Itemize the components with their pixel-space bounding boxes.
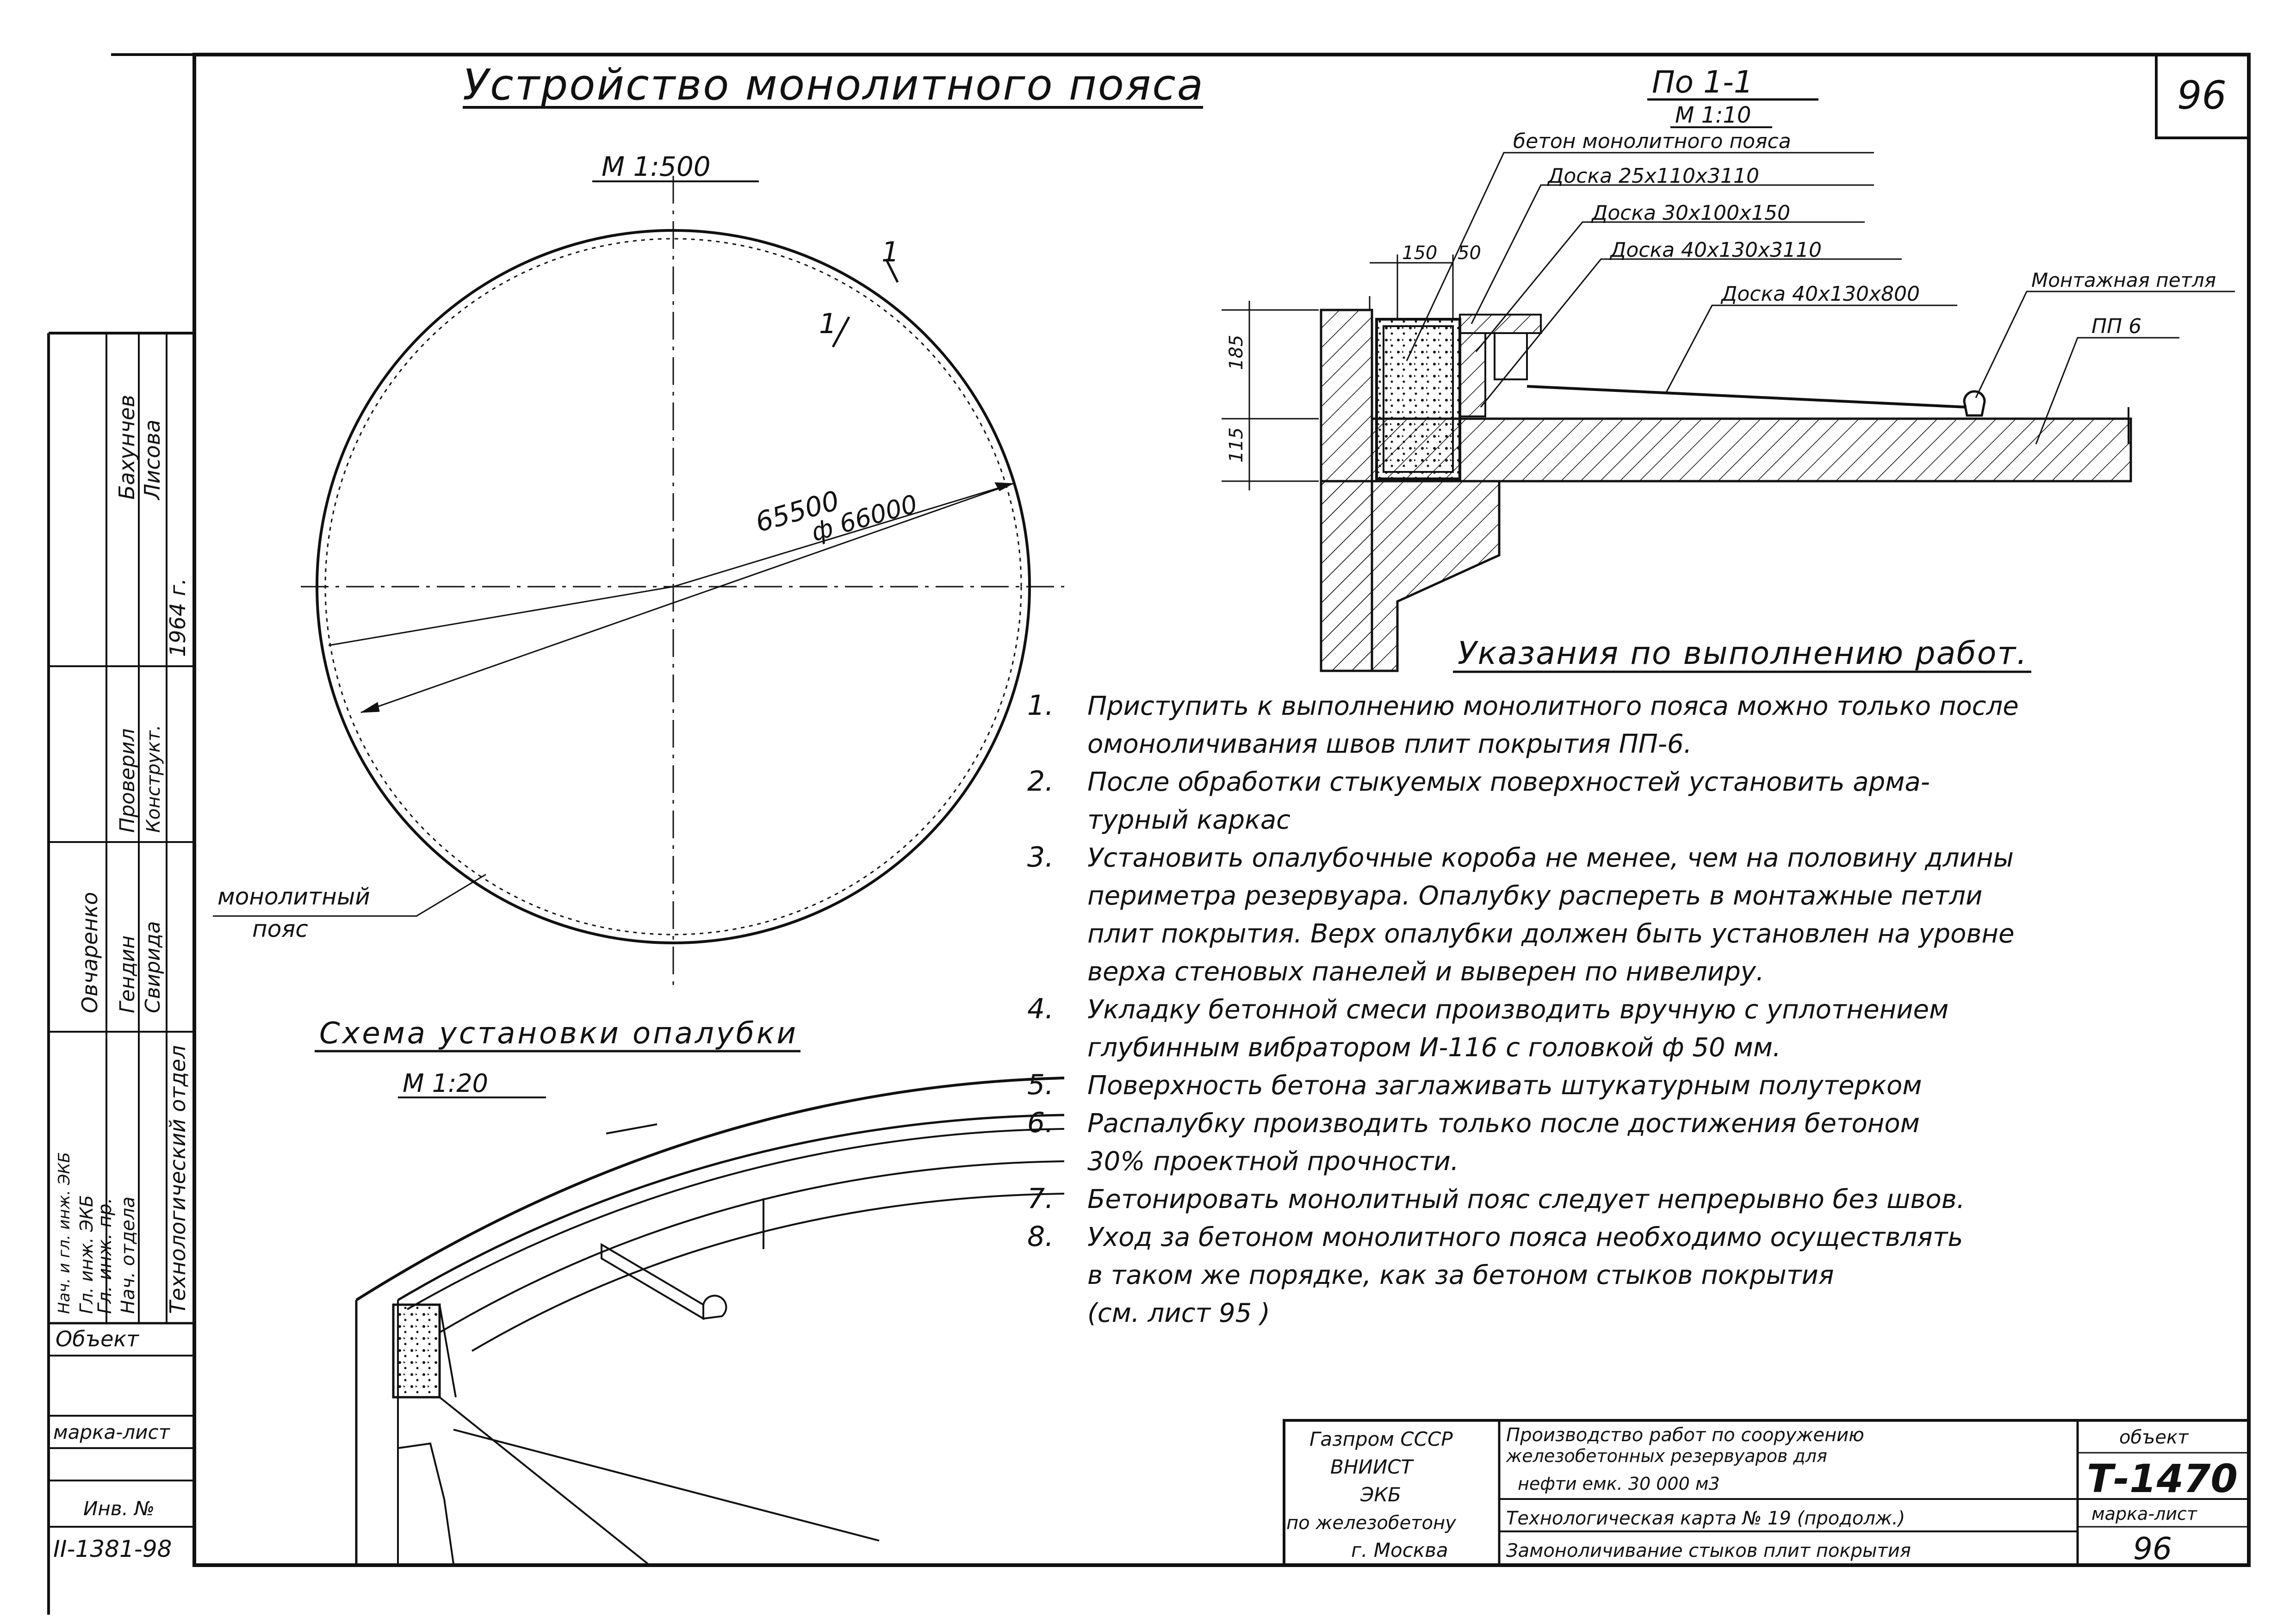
stamp-inv-label: Инв. № (83, 1497, 155, 1520)
instruction-line: периметра резервуара. Опалубку расперeть… (1087, 881, 1982, 911)
formwork-title: Схема установки опалубки (319, 1016, 796, 1051)
instruction-line: омоноличивания швов плит покрытия ПП-6. (1087, 729, 1692, 759)
org-line-2: ВНИИСТ (1330, 1456, 1415, 1478)
title-block (1283, 1419, 2250, 1567)
work-title-2: железобетонных резервуаров для (1506, 1446, 1827, 1466)
work-title-3: нефти емк. 30 000 м3 (1518, 1474, 1720, 1494)
stamp-name-3: Овчаренко (77, 892, 102, 1013)
stamp-role-2: Гл. инж. пр. (94, 1198, 116, 1314)
work-title-1: Производство работ по сооружению (1506, 1425, 1864, 1446)
instruction-line: глубинным вибратором И-116 с головкой ф … (1087, 1033, 1781, 1063)
instruction-number: 4. (1027, 993, 1054, 1025)
org-line-4: по железобетону (1286, 1512, 1457, 1534)
object-code: Т-1470 (2087, 1456, 2238, 1501)
org-line-1: Газпром СССР (1309, 1428, 1453, 1450)
section-scale: М 1:10 (1675, 102, 1751, 128)
section-title: По 1-1 (1652, 64, 1753, 100)
dim-115: 115 (1226, 427, 1247, 463)
callout-board-2: Доска 30х100х150 (1591, 201, 1790, 225)
formwork-scale: М 1:20 (403, 1069, 488, 1098)
stamp-inv-number: II-1381-98 (53, 1536, 172, 1562)
sheet-frame (47, 53, 2251, 1615)
stamp-name-5: Лисова (140, 420, 165, 501)
instruction-line: (см. лист 95 ) (1087, 1298, 1270, 1328)
instruction-line: верха стеновых панелей и выверен по ниве… (1087, 957, 1764, 987)
page-number: 96 (2177, 73, 2227, 118)
callout-board-1: Доска 25х110х3110 (1547, 164, 1759, 188)
plan-scale: М 1:500 (602, 151, 711, 182)
callout-concrete: бетон монолитного пояса (1513, 130, 1791, 153)
formwork-labels: Схема установки опалубки М 1:20 (315, 1016, 800, 1098)
org-line-5: г. Москва (1351, 1539, 1448, 1561)
instruction-number: 5. (1027, 1069, 1054, 1101)
instruction-line: Установить опалубочные короба не менее, … (1087, 843, 2014, 873)
plan-view (213, 176, 1064, 985)
dim-185: 185 (1226, 335, 1247, 370)
sheet-number: 96 (2133, 1531, 2172, 1567)
instructions: Указания по выполнению работ. 1. Приступи… (1027, 635, 2031, 1328)
callout-board-4: Доска 40х130х800 (1720, 282, 1920, 306)
instruction-line: турный каркас (1087, 805, 1291, 835)
belt-label-1: монолитный (217, 883, 370, 910)
formwork-view (355, 1077, 1065, 1565)
instruction-line: в таком же порядке, как за бетоном стыко… (1087, 1260, 1834, 1290)
dim-150: 150 (1402, 242, 1437, 264)
instruction-line: Бетонировать монолитный пояс следует неп… (1087, 1184, 1965, 1214)
instruction-line: плит покрытия. Верх опалубки должен быть… (1087, 919, 2014, 949)
instructions-list: 1. Приступить к выполнению монолитного по… (1027, 689, 2019, 1328)
org-line-3: ЭКБ (1360, 1483, 1401, 1506)
instructions-title: Указания по выполнению работ. (1458, 635, 2027, 672)
object-label: объект (2119, 1427, 2189, 1448)
card-line: Технологическая карта № 19 (продолж.) (1506, 1508, 1905, 1529)
main-title: Устройство монолитного пояса (463, 60, 1203, 110)
stamp-name-4: Бахунчев (114, 395, 139, 500)
instruction-line: 30% проектной прочности. (1087, 1146, 1459, 1177)
instruction-line: Приступить к выполнению монолитного пояс… (1087, 691, 2019, 721)
stamp-dept: Технологический отдел (165, 1045, 190, 1314)
section-mark-top: 1 (881, 236, 899, 268)
plan-labels: Устройство монолитного пояса М 1:500 655… (217, 60, 1203, 942)
stamp-name-1: Свирида (141, 921, 165, 1013)
instruction-number: 7. (1027, 1183, 1054, 1215)
side-stamp: Нач. отдела Гл. инж. пр. Нач. и гл. инж.… (53, 395, 190, 1562)
dim-50: 50 (1458, 242, 1481, 264)
stamp-role-3: Нач. и гл. инж. ЭКБ (55, 1152, 74, 1314)
instruction-line: Распалубку производить только после дост… (1087, 1109, 1920, 1139)
instruction-number: 2. (1027, 765, 1054, 798)
callout-loop: Монтажная петля (2031, 269, 2216, 291)
instruction-line: Укладку бетонной смеси производить вручн… (1087, 995, 1948, 1025)
stamp-role-1: Нач. отдела (118, 1196, 139, 1314)
title-block-text: Газпром СССР ВНИИСТ ЭКБ по железобетону … (1286, 73, 2238, 1567)
instruction-number: 8. (1027, 1220, 1054, 1253)
stamp-year: 1964 г. (165, 578, 190, 657)
instruction-line: Поверхность бетона заглаживать штукатурн… (1087, 1071, 1922, 1101)
section-mark-mid: 1 (819, 308, 837, 340)
stamp-role-4: Гл. инж. ЭКБ (76, 1195, 97, 1314)
stamp-object-label: Объект (56, 1326, 139, 1351)
mark-label: марка-лист (2091, 1504, 2198, 1524)
instruction-line: После обработки стыкуемых поверхностей у… (1087, 767, 1930, 797)
instruction-number: 1. (1027, 689, 1054, 722)
section-view (1222, 152, 2235, 672)
subtitle-line: Замоноличивание стыков плит покрытия (1506, 1540, 1911, 1561)
stamp-mark-label: марка-лист (53, 1421, 171, 1443)
section-labels: По 1-1 М 1:10 бетон монолитного пояса До… (1226, 64, 2216, 463)
callout-slab: ПП 6 (2091, 315, 2141, 338)
instruction-number: 6. (1027, 1107, 1054, 1139)
stamp-role-5: Проверил (116, 728, 139, 833)
instruction-line: Уход за бетоном монолитного пояса необхо… (1087, 1222, 1963, 1252)
instruction-number: 3. (1027, 841, 1054, 873)
stamp-name-2: Гендин (116, 935, 139, 1013)
stamp-role-6: Конструкт. (143, 725, 164, 833)
belt-label-2: пояс (252, 916, 308, 942)
callout-board-3: Доска 40х130х3110 (1609, 238, 1822, 262)
